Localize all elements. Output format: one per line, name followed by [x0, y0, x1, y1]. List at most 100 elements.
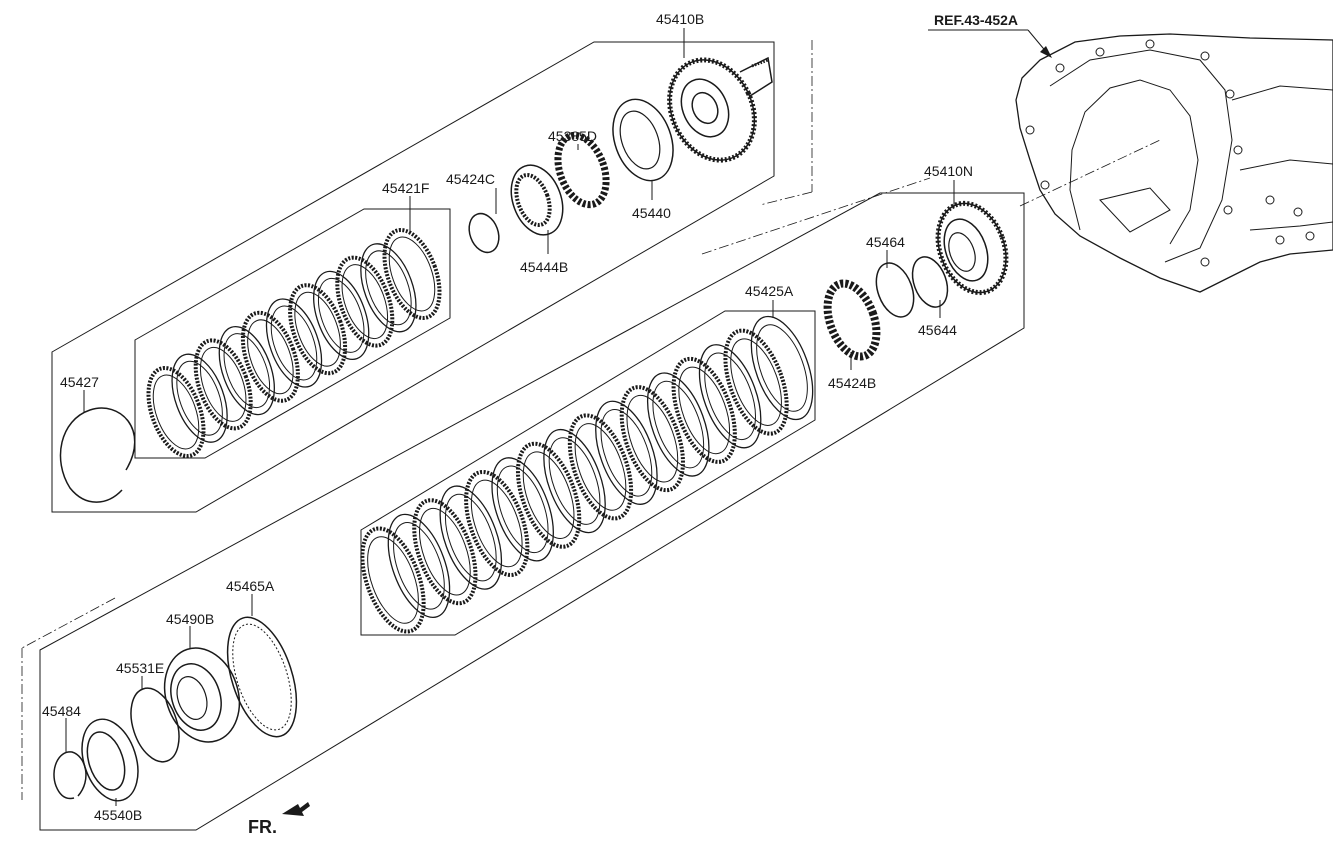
- label-45421f: 45421F: [382, 180, 429, 196]
- clutch-plate: [723, 328, 789, 436]
- clutch-plate-inner: [152, 374, 200, 450]
- clutch-plate: [412, 498, 478, 606]
- part-hub-45410n: [935, 200, 1009, 296]
- clutch-plate: [146, 366, 206, 458]
- part-sprag-45424b: [823, 279, 881, 361]
- clutch-plate: [360, 243, 417, 333]
- clutch-plate: [439, 485, 503, 590]
- clutch-plate-inner: [393, 522, 445, 610]
- clutch-plate: [335, 255, 395, 348]
- clutch-plate-inner: [341, 264, 389, 340]
- clutch-plate-inner: [317, 277, 365, 353]
- clutch-plate: [218, 325, 275, 416]
- clutch-plate-inner: [247, 319, 294, 395]
- clutch-plate: [543, 428, 606, 534]
- label-45464: 45464: [866, 234, 905, 250]
- clutch-plate: [265, 298, 323, 388]
- clutch-plate: [671, 356, 737, 464]
- front-arrow-icon: [282, 802, 310, 816]
- part-race-45444b: [510, 164, 564, 236]
- clutch-plate-inner: [626, 394, 679, 483]
- clutch-plate-inner: [388, 236, 436, 312]
- part-plate-45440: [612, 98, 674, 182]
- label-45424c: 45424C: [446, 171, 495, 187]
- clutch-plate-inner: [522, 451, 575, 539]
- clutch-plate-inner: [574, 423, 627, 511]
- centerline-middle: [701, 177, 931, 255]
- centerline-lower-top: [21, 597, 116, 649]
- clutch-plate-inner: [365, 250, 412, 326]
- clutch-plate: [619, 385, 685, 493]
- label-45540b: 45540B: [94, 807, 142, 823]
- clutch-plate-inner: [756, 324, 808, 412]
- label-45424b: 45424B: [828, 375, 876, 391]
- clutch-plate-inner: [496, 465, 549, 554]
- frame-upper-clutch: [51, 41, 775, 513]
- clutch-plate: [567, 413, 634, 521]
- clutch-plate: [515, 441, 582, 549]
- clutch-plate-inner: [444, 493, 497, 582]
- clutch-plate: [491, 457, 554, 562]
- clutch-plate-inner: [470, 479, 523, 568]
- transmission-housing-ref: [1015, 33, 1333, 293]
- clutch-plate: [288, 283, 348, 376]
- clutch-plate-inner: [176, 360, 223, 436]
- frame-clutch-pack-425A: [360, 310, 816, 636]
- clutch-plate-inner: [270, 305, 318, 381]
- clutch-plate: [193, 338, 253, 431]
- clutch-plate: [750, 315, 814, 421]
- clutch-plate: [646, 372, 710, 477]
- part-clutch-pack-45421f: [146, 228, 442, 458]
- part-seal-45644: [911, 256, 949, 308]
- part-retainer-45540b: [81, 718, 139, 802]
- clutch-plate: [360, 526, 426, 634]
- clutch-plate-inner: [704, 352, 756, 441]
- centerline-upper-end: [759, 191, 813, 206]
- label-45490b: 45490B: [166, 611, 214, 627]
- part-snapring-45424c: [468, 212, 500, 254]
- part-plate-45465a: [226, 616, 298, 738]
- clutch-plate-inner: [678, 366, 731, 455]
- part-snapring-45484: [53, 751, 87, 800]
- front-marker-label: FR.: [248, 817, 277, 837]
- part-clutch-pack-45425a: [360, 315, 814, 634]
- clutch-plate-inner: [367, 536, 419, 624]
- clutch-plate-inner: [548, 437, 601, 525]
- label-45410b: 45410B: [656, 11, 704, 27]
- frame-clutch-pack-421F: [134, 208, 451, 459]
- clutch-plate: [313, 270, 370, 361]
- clutch-plate-inner: [223, 333, 271, 409]
- label-45427: 45427: [60, 374, 99, 390]
- part-seal-45464: [875, 262, 915, 318]
- clutch-plate: [171, 353, 228, 443]
- centerline-housing: [1019, 139, 1161, 207]
- label-45444b: 45444B: [520, 259, 568, 275]
- clutch-plate: [382, 228, 442, 320]
- clutch-plate: [240, 310, 300, 403]
- label-45465a: 45465A: [226, 578, 275, 594]
- clutch-plate-inner: [199, 346, 247, 422]
- label-45385d: 45385D: [548, 128, 597, 144]
- clutch-plate-inner: [600, 409, 653, 497]
- leader-lines: [65, 28, 1052, 806]
- clutch-plate: [595, 400, 658, 505]
- label-45644: 45644: [918, 322, 957, 338]
- part-snapring-45427: [59, 407, 136, 503]
- part-drum-45410b: [667, 56, 773, 163]
- part-seal-45531e: [130, 687, 180, 763]
- clutch-plate-inner: [294, 291, 341, 367]
- label-45440: 45440: [632, 205, 671, 221]
- label-45410n: 45410N: [924, 163, 973, 179]
- frame-middle-clutch: [39, 192, 1025, 831]
- clutch-plate-inner: [419, 507, 471, 596]
- label-45425a: 45425A: [745, 283, 794, 299]
- label-45531e: 45531E: [116, 660, 164, 676]
- label-45484: 45484: [42, 703, 81, 719]
- ref-label: REF.43-452A: [934, 12, 1018, 28]
- clutch-plate-inner: [652, 380, 705, 469]
- clutch-plate: [698, 344, 762, 449]
- clutch-plate: [387, 513, 451, 619]
- clutch-plate-inner: [730, 338, 782, 426]
